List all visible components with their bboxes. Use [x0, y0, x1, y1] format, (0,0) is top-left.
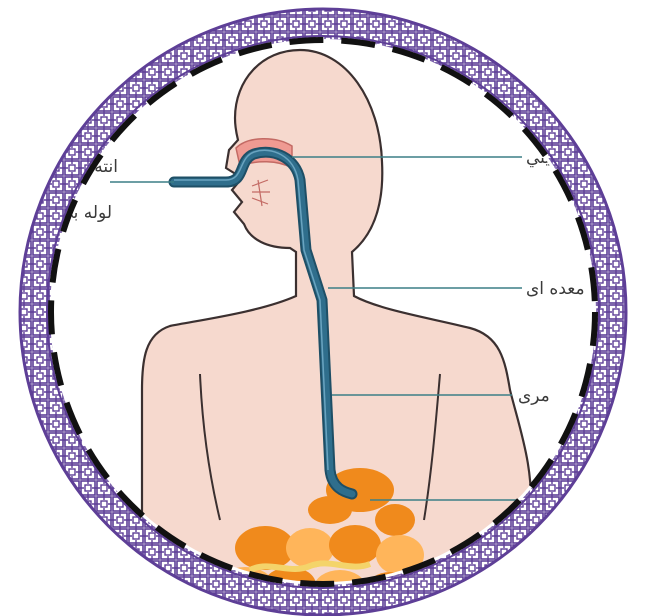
label-esophagus: مری [518, 386, 550, 406]
label-stomach-tube: معده ای [526, 279, 585, 299]
